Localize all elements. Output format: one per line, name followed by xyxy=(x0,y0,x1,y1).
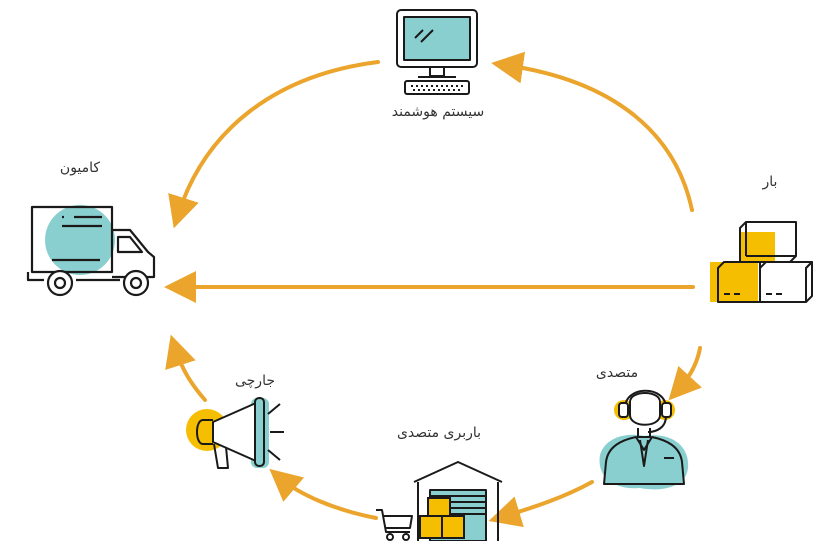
warehouse-icon xyxy=(376,461,503,541)
headset-operator-icon xyxy=(599,389,689,490)
computer-icon xyxy=(396,9,478,95)
arrow-warehouse-to-crier xyxy=(269,468,378,520)
label-crier: جارچی xyxy=(234,373,275,389)
label-agent: متصدی xyxy=(595,365,639,381)
truck-icon xyxy=(26,205,156,297)
arrow-cargo-to-agent xyxy=(668,346,702,401)
label-cargo: بار xyxy=(762,174,778,190)
label-truck: کامیون xyxy=(59,160,101,176)
arrow-cargo-to-system xyxy=(491,51,694,212)
arrow-crier-to-truck xyxy=(165,334,207,402)
label-system: سیستم هوشمند xyxy=(391,104,485,120)
arrow-system-to-truck xyxy=(168,60,380,229)
arrow-agent-to-warehouse xyxy=(488,480,594,528)
boxes-icon xyxy=(710,221,813,303)
megaphone-icon xyxy=(186,397,284,469)
label-warehouse: باربری متصدی xyxy=(396,425,482,441)
